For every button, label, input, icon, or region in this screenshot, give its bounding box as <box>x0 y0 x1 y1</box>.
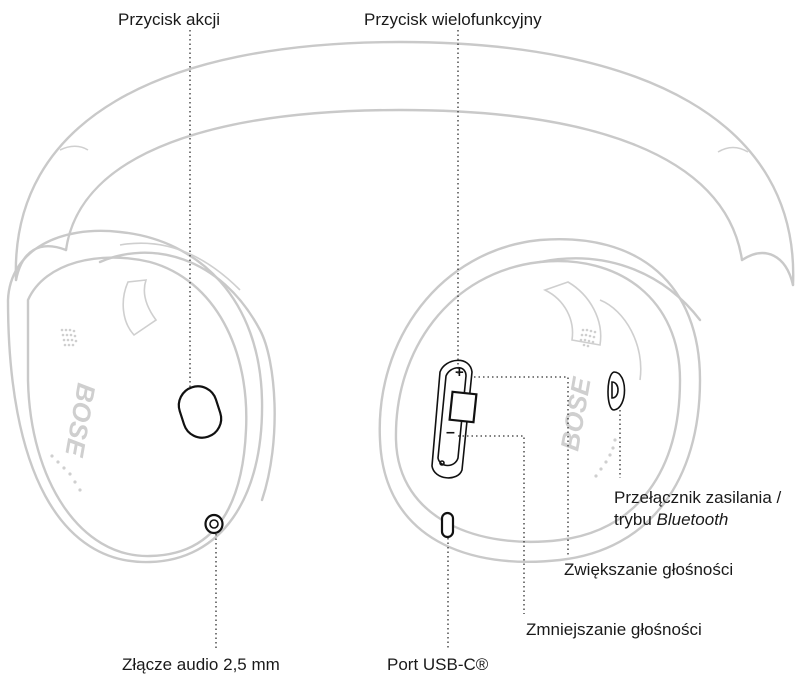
usb-c-port[interactable] <box>442 513 453 537</box>
audio-jack[interactable] <box>206 515 223 533</box>
power-switch-label-line1: Przełącznik zasilania / <box>614 488 781 508</box>
volume-up-plus-icon[interactable]: + <box>455 364 464 381</box>
left-mic-grille <box>61 329 78 347</box>
left-earcup: BOSE <box>8 231 275 562</box>
audio-jack-label: Złącze audio 2,5 mm <box>122 655 280 675</box>
left-bose-logo: BOSE <box>59 381 101 459</box>
volume-control-strip: + – <box>432 360 476 478</box>
right-side-dots <box>594 438 616 477</box>
volume-down-label: Zmniejszanie głośności <box>526 620 702 640</box>
right-bose-logo: BOSE <box>554 375 596 453</box>
left-side-dots <box>50 454 81 491</box>
headband <box>16 42 793 285</box>
usb-port-label: Port USB-C® <box>387 655 488 675</box>
volume-down-minus-icon[interactable]: – <box>446 424 455 441</box>
power-switch-mode-prefix: trybu <box>614 510 657 529</box>
power-bluetooth-switch[interactable] <box>608 372 625 410</box>
multifunction-button-label: Przycisk wielofunkcyjny <box>364 10 542 30</box>
action-button[interactable] <box>174 381 226 442</box>
multifunction-button[interactable] <box>450 392 477 422</box>
action-button-label: Przycisk akcji <box>118 10 220 30</box>
bluetooth-term: Bluetooth <box>657 510 729 529</box>
volume-up-label: Zwiększanie głośności <box>564 560 733 580</box>
power-switch-label-line2: trybu Bluetooth <box>614 510 728 530</box>
